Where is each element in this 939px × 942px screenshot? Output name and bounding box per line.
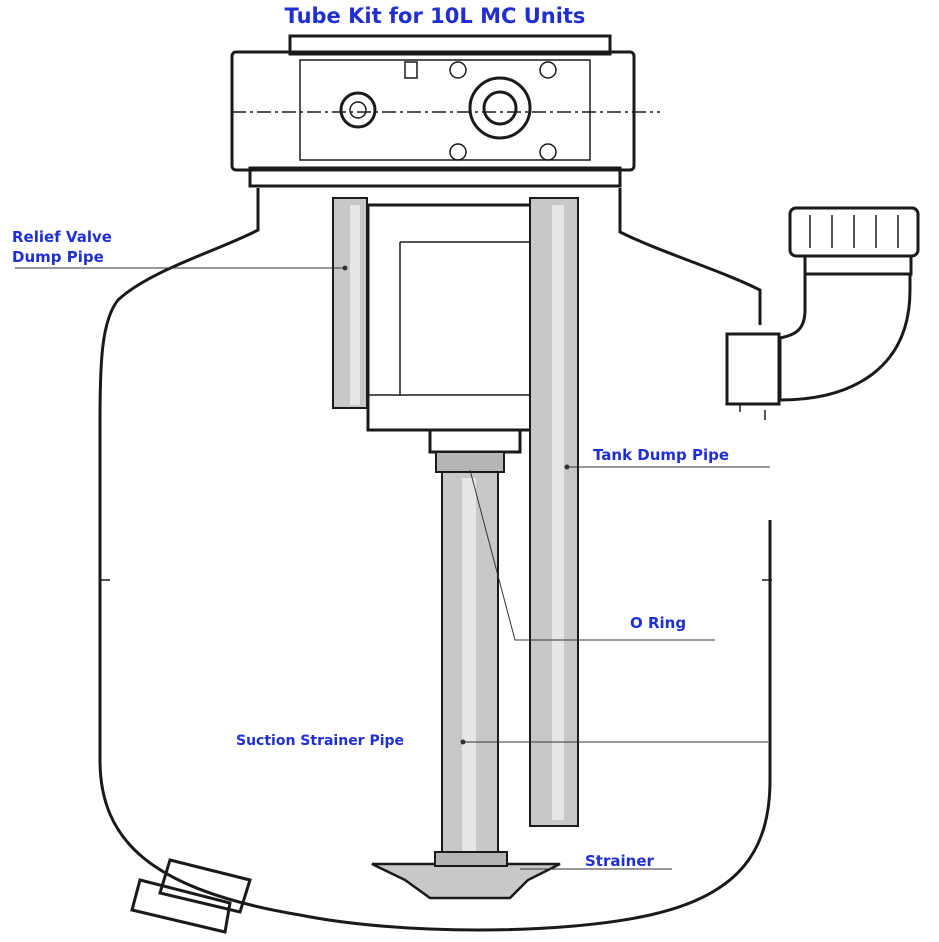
drain-plug (130, 858, 252, 934)
fill-cap-elbow (725, 206, 920, 412)
label-relief-valve-line2: Dump Pipe (12, 248, 104, 266)
pump-head (230, 34, 660, 188)
tank-dump-pipe (529, 197, 579, 827)
tank-body (98, 188, 772, 932)
label-suction-strainer-pipe: Suction Strainer Pipe (236, 733, 404, 749)
motor-block (366, 203, 535, 454)
strainer (371, 851, 561, 900)
label-strainer: Strainer (585, 852, 654, 870)
diagram-title: Tube Kit for 10L MC Units (285, 4, 586, 28)
label-relief-valve-line1: Relief Valve (12, 228, 112, 246)
label-o-ring: O Ring (630, 614, 686, 632)
suction-strainer-pipe (435, 451, 505, 863)
leader-lines (15, 265, 770, 870)
relief-valve-dump-pipe (332, 197, 368, 409)
label-tank-dump-pipe: Tank Dump Pipe (593, 446, 729, 464)
